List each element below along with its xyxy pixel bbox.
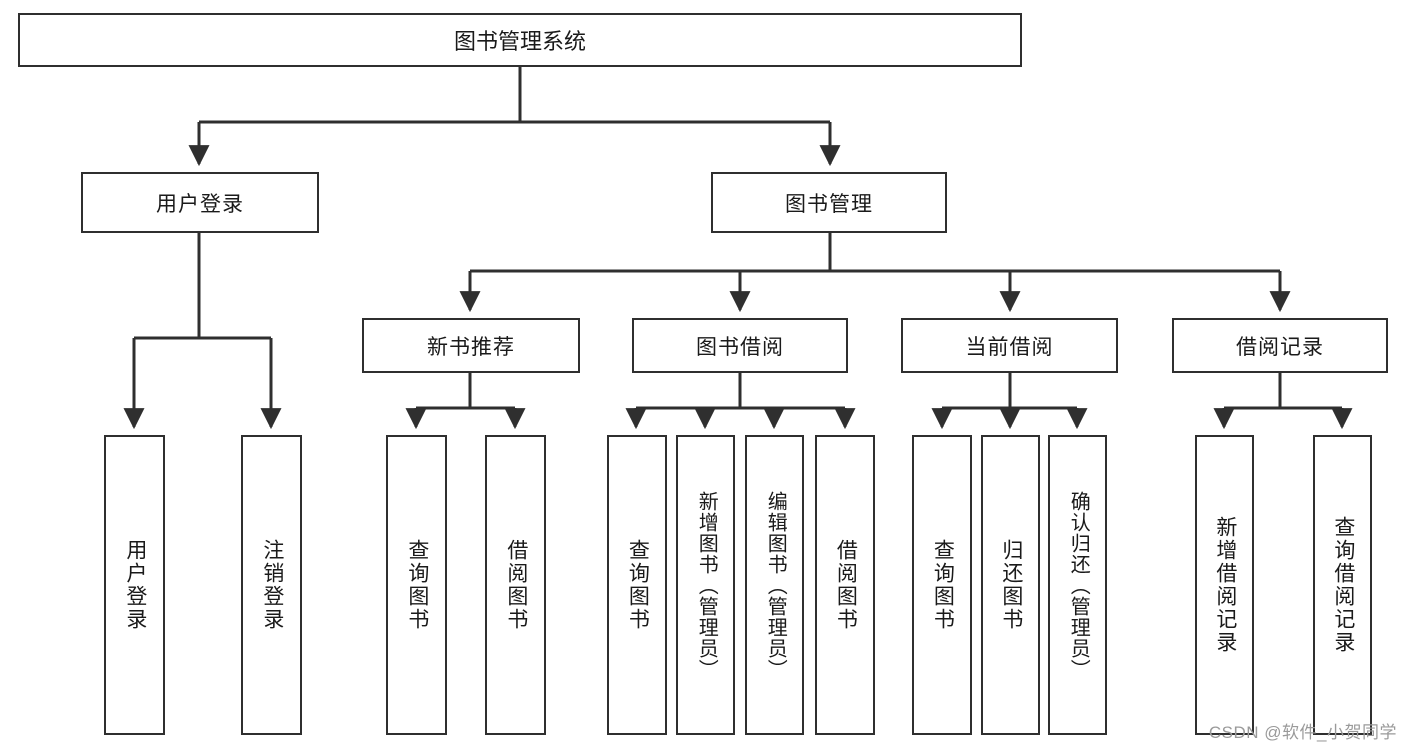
node-borrow-record[interactable]: 借阅记录	[1172, 318, 1388, 373]
leaf-label: 查询借阅记录	[1331, 516, 1355, 654]
leaf-label: 查询图书	[405, 539, 429, 631]
node-label: 图书管理系统	[453, 29, 586, 54]
node-book-borrow[interactable]: 图书借阅	[632, 318, 848, 373]
node-label: 图书借阅	[696, 335, 784, 359]
leaf-label: 确认归还（管理员）	[1067, 490, 1090, 680]
leaf-add-borrow-record[interactable]: 新增借阅记录	[1195, 435, 1254, 735]
leaf-label: 新增图书（管理员）	[695, 490, 718, 680]
leaf-label: 用户登录	[123, 539, 147, 631]
node-label: 当前借阅	[965, 335, 1054, 359]
node-book-management[interactable]: 图书管理	[711, 172, 947, 233]
leaf-user-login[interactable]: 用户登录	[104, 435, 165, 735]
leaf-borrow-book-new[interactable]: 借阅图书	[485, 435, 546, 735]
watermark: CSDN @软件_小贺同学	[1208, 723, 1397, 742]
leaf-return-book[interactable]: 归还图书	[981, 435, 1040, 735]
leaf-label: 新增借阅记录	[1213, 516, 1237, 654]
leaf-label: 归还图书	[999, 539, 1023, 631]
leaf-label: 借阅图书	[834, 539, 858, 631]
leaf-edit-book-admin[interactable]: 编辑图书（管理员）	[745, 435, 804, 735]
leaf-label: 查询图书	[931, 539, 955, 631]
leaf-borrow-book[interactable]: 借阅图书	[815, 435, 875, 735]
node-root-system[interactable]: 图书管理系统	[18, 13, 1022, 67]
leaf-query-book-current[interactable]: 查询图书	[912, 435, 972, 735]
leaf-add-book-admin[interactable]: 新增图书（管理员）	[676, 435, 735, 735]
leaf-logout[interactable]: 注销登录	[241, 435, 302, 735]
node-current-borrow[interactable]: 当前借阅	[901, 318, 1118, 373]
node-label: 新书推荐	[427, 335, 515, 359]
leaf-confirm-return-admin[interactable]: 确认归还（管理员）	[1048, 435, 1107, 735]
leaf-query-borrow-record[interactable]: 查询借阅记录	[1313, 435, 1372, 735]
node-label: 借阅记录	[1236, 335, 1324, 359]
leaf-query-book-borrow[interactable]: 查询图书	[607, 435, 667, 735]
leaf-label: 注销登录	[260, 539, 284, 631]
leaf-label: 查询图书	[626, 539, 650, 631]
node-new-book-recommend[interactable]: 新书推荐	[362, 318, 580, 373]
node-label: 用户登录	[156, 192, 244, 216]
leaf-label: 借阅图书	[504, 539, 528, 631]
node-user-login[interactable]: 用户登录	[81, 172, 319, 233]
leaf-query-book-new[interactable]: 查询图书	[386, 435, 447, 735]
leaf-label: 编辑图书（管理员）	[764, 490, 787, 680]
node-label: 图书管理	[785, 192, 873, 216]
